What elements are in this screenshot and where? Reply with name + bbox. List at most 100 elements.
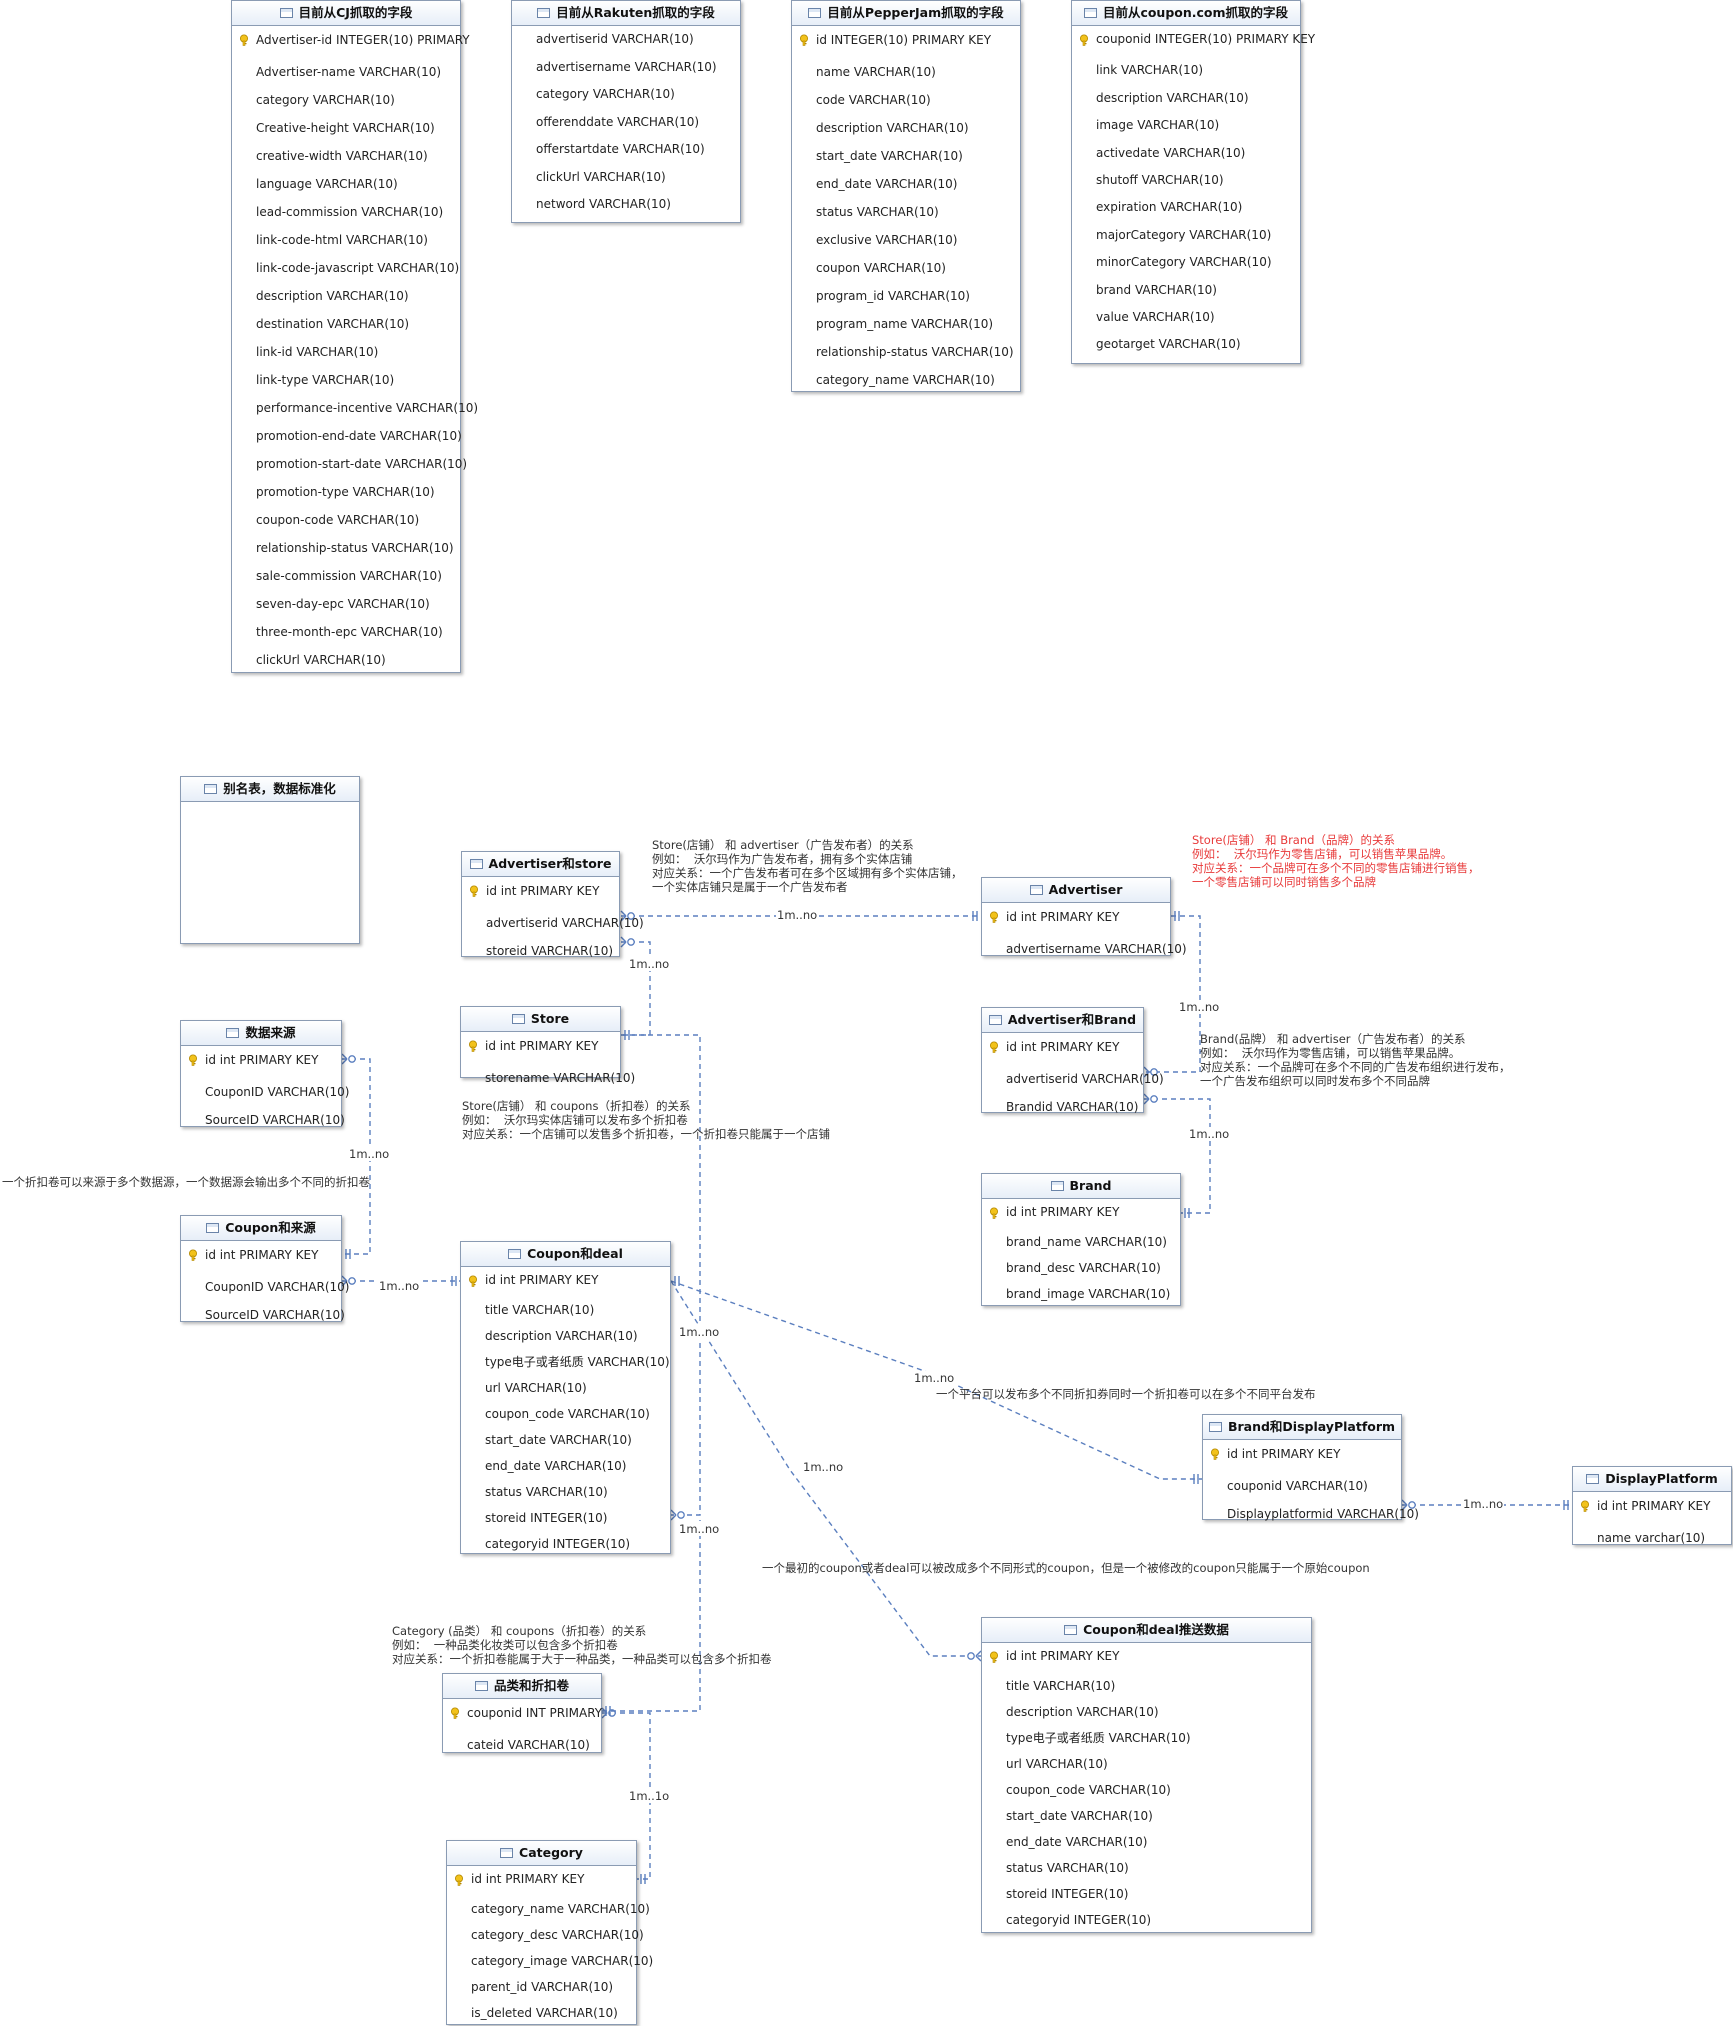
table-field[interactable]: type电子或者纸质 VARCHAR(10): [982, 1725, 1311, 1751]
table-field[interactable]: promotion-start-date VARCHAR(10): [232, 450, 467, 478]
table-field[interactable]: three-month-epc VARCHAR(10): [232, 618, 460, 646]
table-title[interactable]: DisplayPlatform: [1573, 1467, 1731, 1492]
primary-key-field[interactable]: id int PRIMARY KEY: [447, 1866, 636, 1892]
table-field[interactable]: storeid INTEGER(10): [461, 1505, 670, 1531]
table-field[interactable]: coupon VARCHAR(10): [792, 254, 1020, 282]
table-field[interactable]: coupon_code VARCHAR(10): [982, 1777, 1311, 1803]
table-field[interactable]: Brandid VARCHAR(10): [982, 1093, 1143, 1121]
table-field[interactable]: advertisername VARCHAR(10): [512, 54, 740, 82]
table-field[interactable]: promotion-end-date VARCHAR(10): [232, 422, 462, 450]
link-coupondeal-cdpush[interactable]: [670, 1280, 981, 1657]
link-advstore-store[interactable]: [621, 941, 651, 1036]
table-field[interactable]: performance-incentive VARCHAR(10): [232, 394, 478, 422]
table-field[interactable]: start_date VARCHAR(10): [461, 1427, 670, 1453]
table-field[interactable]: SourceID VARCHAR(10): [181, 1301, 345, 1329]
primary-key-field[interactable]: Advertiser-id INTEGER(10) PRIMARY: [232, 26, 470, 54]
primary-key-field[interactable]: id int PRIMARY KEY: [181, 1046, 341, 1074]
primary-key-field[interactable]: id int PRIMARY KEY: [1203, 1440, 1401, 1468]
table-field[interactable]: advertiserid VARCHAR(10): [512, 26, 740, 54]
table-field[interactable]: name VARCHAR(10): [792, 58, 1020, 86]
primary-key-field[interactable]: couponid INTEGER(10) PRIMARY KEY: [1072, 26, 1315, 53]
table-field[interactable]: activedate VARCHAR(10): [1072, 140, 1300, 167]
table-field[interactable]: CouponID VARCHAR(10): [181, 1078, 349, 1106]
table-field[interactable]: status VARCHAR(10): [461, 1479, 670, 1505]
table-field[interactable]: storeid INTEGER(10): [982, 1881, 1311, 1907]
table-field[interactable]: category VARCHAR(10): [232, 86, 460, 114]
table-field[interactable]: category_image VARCHAR(10): [447, 1948, 653, 1974]
table-field[interactable]: link-code-javascript VARCHAR(10): [232, 254, 460, 282]
table-field[interactable]: expiration VARCHAR(10): [1072, 194, 1300, 221]
primary-key-field[interactable]: id int PRIMARY KEY: [181, 1241, 341, 1269]
primary-key-field[interactable]: id int PRIMARY KEY: [461, 1267, 670, 1293]
table-field[interactable]: brand_image VARCHAR(10): [982, 1281, 1180, 1307]
table-field[interactable]: description VARCHAR(10): [461, 1323, 670, 1349]
table-title[interactable]: 目前从PepperJam抓取的字段: [792, 1, 1020, 26]
table-field[interactable]: Creative-height VARCHAR(10): [232, 114, 460, 142]
table-field[interactable]: link-code-html VARCHAR(10): [232, 226, 460, 254]
table-field[interactable]: relationship-status VARCHAR(10): [792, 338, 1020, 366]
table-field[interactable]: coupon_code VARCHAR(10): [461, 1401, 670, 1427]
table-field[interactable]: link-type VARCHAR(10): [232, 366, 460, 394]
table-field[interactable]: image VARCHAR(10): [1072, 112, 1300, 139]
table-field[interactable]: geotarget VARCHAR(10): [1072, 331, 1300, 358]
table-field[interactable]: description VARCHAR(10): [982, 1699, 1311, 1725]
table-field[interactable]: link VARCHAR(10): [1072, 57, 1300, 84]
table-title[interactable]: Store: [461, 1007, 620, 1032]
table-field[interactable]: title VARCHAR(10): [461, 1297, 670, 1323]
table-field[interactable]: offerstartdate VARCHAR(10): [512, 136, 740, 164]
table-field[interactable]: type电子或者纸质 VARCHAR(10): [461, 1349, 670, 1375]
table-field[interactable]: end_date VARCHAR(10): [982, 1829, 1311, 1855]
table-field[interactable]: program_id VARCHAR(10): [792, 282, 1020, 310]
table-field[interactable]: cateid VARCHAR(10): [443, 1731, 601, 1759]
table-field[interactable]: category_desc VARCHAR(10): [447, 1922, 644, 1948]
table-field[interactable]: advertiserid VARCHAR(10): [462, 909, 644, 937]
table-field[interactable]: start_date VARCHAR(10): [792, 142, 1020, 170]
primary-key-field[interactable]: id int PRIMARY KEY: [982, 1643, 1311, 1669]
primary-key-field[interactable]: id int PRIMARY KEY: [462, 877, 619, 905]
table-field[interactable]: title VARCHAR(10): [982, 1673, 1311, 1699]
table-alias[interactable]: 别名表，数据标准化: [180, 776, 360, 944]
table-field[interactable]: CouponID VARCHAR(10): [181, 1273, 349, 1301]
table-field[interactable]: creative-width VARCHAR(10): [232, 142, 460, 170]
link-coupondeal-branddp[interactable]: [670, 1280, 1202, 1480]
table-field[interactable]: minorCategory VARCHAR(10): [1072, 249, 1300, 276]
table-field[interactable]: description VARCHAR(10): [232, 282, 460, 310]
table-title[interactable]: Advertiser: [982, 878, 1170, 903]
table-field[interactable]: relationship-status VARCHAR(10): [232, 534, 460, 562]
table-field[interactable]: status VARCHAR(10): [982, 1855, 1311, 1881]
table-field[interactable]: link-id VARCHAR(10): [232, 338, 460, 366]
primary-key-field[interactable]: id int PRIMARY KEY: [982, 903, 1170, 931]
table-field[interactable]: end_date VARCHAR(10): [461, 1453, 670, 1479]
primary-key-field[interactable]: id int PRIMARY KEY: [461, 1032, 620, 1060]
table-title[interactable]: Category: [447, 1841, 636, 1866]
table-field[interactable]: clickUrl VARCHAR(10): [232, 646, 460, 674]
table-field[interactable]: promotion-type VARCHAR(10): [232, 478, 460, 506]
table-title[interactable]: Brand: [982, 1174, 1180, 1199]
table-field[interactable]: brand_desc VARCHAR(10): [982, 1255, 1180, 1281]
table-field[interactable]: url VARCHAR(10): [982, 1751, 1311, 1777]
table-field[interactable]: seven-day-epc VARCHAR(10): [232, 590, 460, 618]
primary-key-field[interactable]: id int PRIMARY KEY: [982, 1199, 1180, 1225]
table-field[interactable]: description VARCHAR(10): [792, 114, 1020, 142]
table-field[interactable]: code VARCHAR(10): [792, 86, 1020, 114]
table-field[interactable]: category_name VARCHAR(10): [447, 1896, 650, 1922]
table-field[interactable]: categoryid INTEGER(10): [982, 1907, 1311, 1933]
table-title[interactable]: 目前从Rakuten抓取的字段: [512, 1, 740, 26]
table-field[interactable]: description VARCHAR(10): [1072, 85, 1300, 112]
table-field[interactable]: program_name VARCHAR(10): [792, 310, 1020, 338]
table-field[interactable]: advertisername VARCHAR(10): [982, 935, 1187, 963]
link-store-coupondeal[interactable]: [621, 1034, 701, 1516]
table-title[interactable]: Advertiser和store: [462, 852, 619, 877]
